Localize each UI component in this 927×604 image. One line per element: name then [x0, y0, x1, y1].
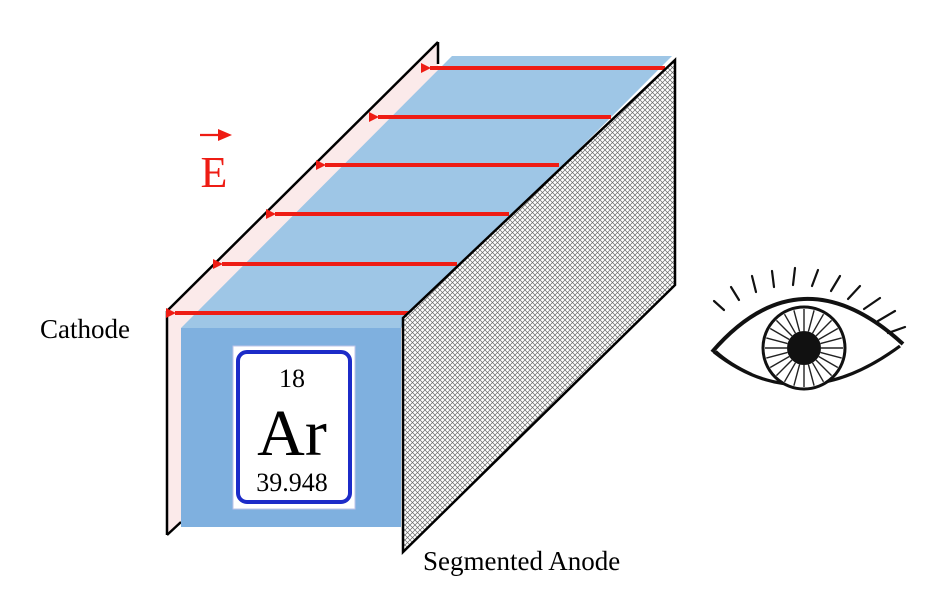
element-symbol: Ar — [257, 397, 327, 470]
field-symbol: E — [201, 148, 228, 197]
atomic-mass: 39.948 — [256, 468, 328, 497]
electric-field-label: E — [200, 129, 232, 197]
field-lines — [166, 63, 665, 318]
segmented-anode-plate — [401, 57, 677, 555]
eye-icon — [710, 266, 907, 391]
cathode-label: Cathode — [40, 314, 130, 344]
argon-element-tile: 18 Ar 39.948 — [232, 345, 356, 510]
atomic-number: 18 — [279, 364, 305, 393]
anode-label: Segmented Anode — [423, 546, 620, 576]
